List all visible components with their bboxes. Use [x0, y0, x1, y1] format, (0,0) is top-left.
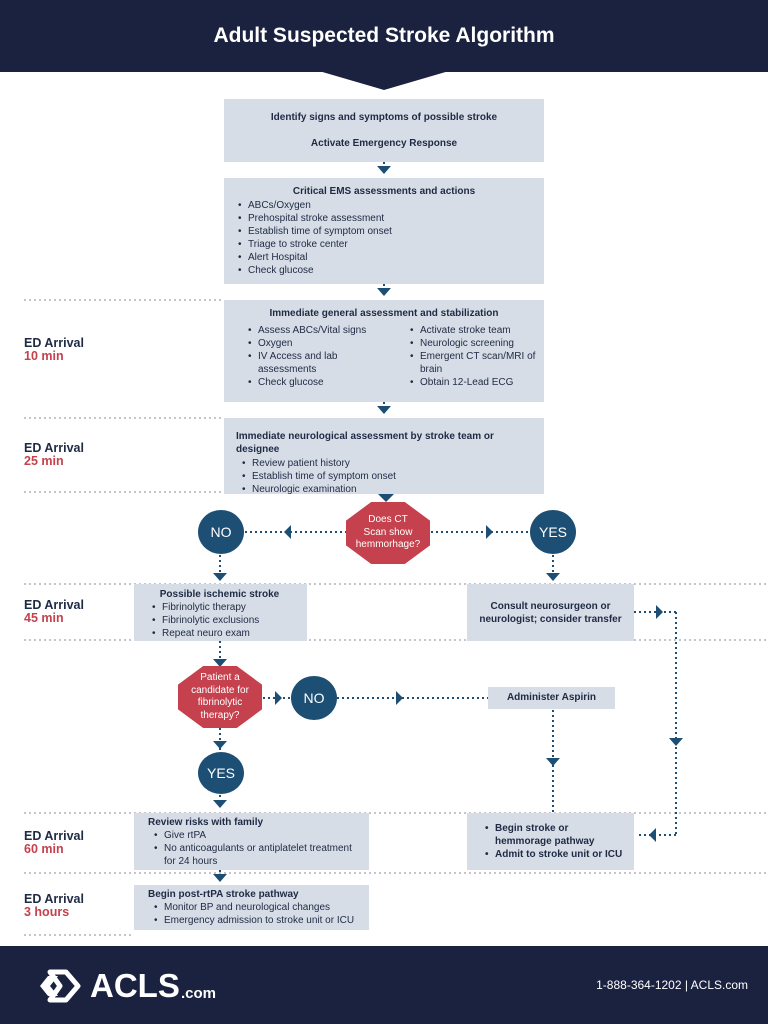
- general-assessment-left-list: Assess ABCs/Vital signs Oxygen IV Access…: [246, 324, 386, 389]
- ems-assessment-box: Critical EMS assessments and actions ABC…: [224, 178, 544, 284]
- list-item: Check glucose: [246, 376, 386, 389]
- list-item: Review patient history: [240, 457, 532, 470]
- list-item: Give rtPA: [152, 829, 361, 842]
- list-item: Assess ABCs/Vital signs: [246, 324, 386, 337]
- list-item: Monitor BP and neurological changes: [152, 901, 361, 914]
- ed-arrival-60min: ED Arrival 60 min: [24, 830, 84, 856]
- ems-assessment-list: ABCs/Oxygen Prehospital stroke assessmen…: [236, 199, 532, 277]
- list-item: Establish time of symptom onset: [240, 470, 532, 483]
- list-item: Obtain 12-Lead ECG: [408, 376, 538, 389]
- flow-lines: [219, 162, 677, 880]
- general-assessment-title: Immediate general assessment and stabili…: [269, 308, 499, 319]
- list-item: ABCs/Oxygen: [236, 199, 532, 212]
- list-item: Emergency admission to stroke unit or IC…: [152, 914, 361, 927]
- header-bar: [0, 0, 768, 72]
- review-risks-box: Review risks with family Give rtPA No an…: [134, 813, 369, 870]
- administer-aspirin-box: Administer Aspirin: [488, 687, 615, 709]
- list-item: Neurologic screening: [408, 337, 538, 350]
- page-title: Adult Suspected Stroke Algorithm: [213, 24, 555, 47]
- list-item: Check glucose: [236, 264, 532, 277]
- decision-line: fibrinolytic: [197, 697, 243, 708]
- header-notch: [319, 71, 449, 90]
- decision-line: Patient a: [200, 672, 240, 683]
- acls-logo-icon: [40, 969, 81, 1003]
- ed-arrival-45min: ED Arrival 45 min: [24, 599, 84, 625]
- post-rtpa-box: Begin post-rtPA stroke pathway Monitor B…: [134, 885, 369, 930]
- time-separators: [24, 299, 768, 936]
- activate-emergency-text: Activate Emergency Response: [310, 138, 458, 149]
- list-item: Establish time of symptom onset: [236, 225, 532, 238]
- ed-arrival-label: ED Arrival: [24, 441, 84, 455]
- list-item: Triage to stroke center: [236, 238, 532, 251]
- ems-assessment-title: Critical EMS assessments and actions: [292, 186, 476, 197]
- neuro-assessment-title: Immediate neurological assessment by str…: [236, 431, 494, 455]
- no-circle-ct: NO: [198, 510, 244, 554]
- decision-line: hemmorhage?: [355, 539, 421, 550]
- consult-line-1: Consult neurosurgeon or: [490, 601, 611, 612]
- decision-line: therapy?: [200, 709, 240, 721]
- review-risks-list: Give rtPA No anticoagulants or antiplate…: [152, 829, 361, 868]
- decision-line: candidate for: [191, 684, 249, 696]
- decision-line: Does CT: [368, 514, 408, 525]
- ed-arrival-time: 45 min: [24, 611, 64, 625]
- ischemic-stroke-box: Possible ischemic stroke Fibrinolytic th…: [134, 584, 307, 641]
- brand-suffix: .com: [181, 985, 217, 1002]
- list-item: Emergent CT scan/MRI of brain: [408, 350, 538, 376]
- neuro-assessment-list: Review patient history Establish time of…: [240, 457, 532, 496]
- general-assessment-right-list: Activate stroke team Neurologic screenin…: [408, 324, 538, 389]
- ed-arrival-10min: ED Arrival 10 min: [24, 337, 84, 363]
- footer-bar: [0, 946, 768, 1024]
- ed-arrival-25min: ED Arrival 25 min: [24, 442, 84, 468]
- general-assessment-box: Immediate general assessment and stabili…: [224, 300, 544, 402]
- ischemic-stroke-list: Fibrinolytic therapy Fibrinolytic exclus…: [150, 601, 299, 640]
- ed-arrival-label: ED Arrival: [24, 336, 84, 350]
- ed-arrival-label: ED Arrival: [24, 829, 84, 843]
- hemorrhage-pathway-list: Begin stroke or hemmorage pathway Admit …: [483, 822, 626, 861]
- review-risks-title: Review risks with family: [148, 817, 264, 828]
- ed-arrival-time: 10 min: [24, 349, 64, 363]
- brand-name: ACLS: [90, 967, 180, 1004]
- yes-circle-candidate: YES: [198, 752, 244, 794]
- fibrinolytic-candidate-decision: Patient a candidate for fibrinolytic the…: [178, 666, 262, 728]
- post-rtpa-title: Begin post-rtPA stroke pathway: [148, 889, 299, 900]
- post-rtpa-list: Monitor BP and neurological changes Emer…: [152, 901, 361, 927]
- list-item: Neurologic examination: [240, 483, 532, 496]
- ischemic-stroke-title: Possible ischemic stroke: [159, 589, 280, 600]
- ed-arrival-time: 3 hours: [24, 905, 70, 919]
- ed-arrival-3hours: ED Arrival 3 hours: [24, 893, 84, 919]
- hemorrhage-pathway-box: Begin stroke or hemmorage pathway Admit …: [467, 813, 634, 870]
- decision-line: Scan show: [363, 526, 413, 538]
- no-circle-candidate: NO: [291, 676, 337, 720]
- list-item: Repeat neuro exam: [150, 627, 299, 640]
- list-item: Alert Hospital: [236, 251, 532, 264]
- list-item: IV Access and lab assessments: [246, 350, 386, 376]
- ct-hemorrhage-decision: Does CT Scan show hemmorhage?: [346, 502, 430, 564]
- contact-info[interactable]: 1-888-364-1202 | ACLS.com: [596, 978, 748, 992]
- ed-arrival-label: ED Arrival: [24, 598, 84, 612]
- list-item: Begin stroke or hemmorage pathway: [483, 822, 626, 848]
- ed-arrival-time: 60 min: [24, 842, 64, 856]
- administer-aspirin-label: Administer Aspirin: [506, 692, 597, 703]
- list-item: Admit to stroke unit or ICU: [483, 848, 626, 861]
- list-item: Activate stroke team: [408, 324, 538, 337]
- list-item: Fibrinolytic exclusions: [150, 614, 299, 627]
- ed-arrival-label: ED Arrival: [24, 892, 84, 906]
- list-item: Prehospital stroke assessment: [236, 212, 532, 225]
- list-item: Fibrinolytic therapy: [150, 601, 299, 614]
- arrowheads: [213, 166, 683, 882]
- identify-signs-text: Identify signs and symptoms of possible …: [270, 112, 498, 123]
- list-item: Oxygen: [246, 337, 386, 350]
- list-item: No anticoagulants or antiplatelet treatm…: [152, 842, 361, 868]
- consult-neurosurgeon-box: Consult neurosurgeon or neurologist; con…: [467, 584, 634, 641]
- yes-circle-ct: YES: [530, 510, 576, 554]
- ed-arrival-time: 25 min: [24, 454, 64, 468]
- neuro-assessment-box: Immediate neurological assessment by str…: [224, 418, 544, 496]
- consult-line-2: neurologist; consider transfer: [479, 614, 622, 625]
- identify-signs-box: Identify signs and symptoms of possible …: [224, 99, 544, 162]
